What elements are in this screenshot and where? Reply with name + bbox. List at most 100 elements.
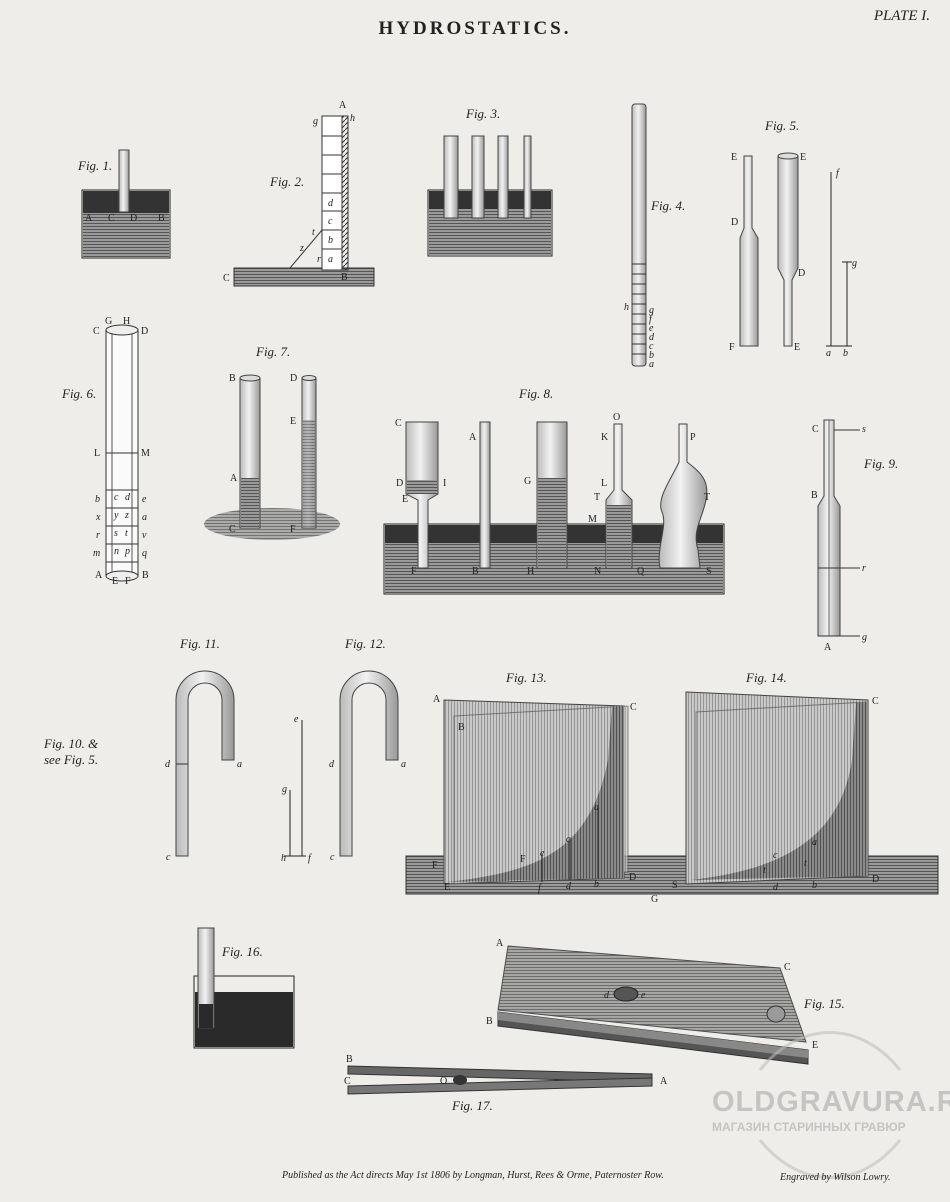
letter-e: e: [641, 990, 646, 1001]
letter-c: c: [566, 834, 571, 845]
fig6-label: Fig. 6.: [61, 386, 96, 401]
letter-C: C: [812, 424, 819, 435]
letter-E: E: [290, 416, 296, 427]
figure-16: Fig. 16.: [193, 927, 295, 1049]
figure-17: B C O A Fig. 17.: [344, 1054, 668, 1113]
letter-B: B: [811, 490, 818, 501]
letter-d: d: [604, 990, 610, 1001]
letter-C: C: [93, 326, 100, 337]
fig14-label: Fig. 14.: [745, 670, 787, 685]
letter-C: C: [223, 273, 230, 284]
letter-F: F: [125, 576, 131, 587]
letter-e: e: [649, 323, 654, 334]
letter-d: d: [165, 759, 171, 770]
letter-z: z: [299, 243, 304, 254]
letter-F: F: [290, 524, 296, 535]
letter-c: c: [330, 852, 335, 863]
letter-c: c: [328, 216, 333, 227]
letter-A: A: [824, 642, 832, 653]
fig13-label: Fig. 13.: [505, 670, 547, 685]
letter-O: O: [613, 412, 620, 423]
letter-D: D: [130, 213, 137, 224]
letter-M: M: [588, 514, 597, 525]
letter-I: I: [443, 478, 446, 489]
letter-t: t: [763, 865, 766, 876]
letter-g: g: [852, 258, 857, 269]
letter-b: b: [843, 348, 848, 359]
figure-7: Fig. 7. B D E A C F: [204, 344, 340, 540]
letter-D: D: [872, 874, 879, 885]
letter-v: v: [142, 530, 147, 541]
fig12-label: Fig. 12.: [344, 636, 386, 651]
letter-c: c: [649, 341, 654, 352]
letter-d: d: [329, 759, 335, 770]
letter-N: N: [594, 566, 601, 577]
letter-A: A: [339, 100, 347, 111]
letter-a: a: [649, 359, 654, 370]
letter-B: B: [472, 566, 479, 577]
letter-m: m: [93, 548, 100, 559]
watermark-ornament: [758, 1031, 902, 1179]
letter-d: d: [649, 332, 655, 343]
letter-G: G: [651, 894, 658, 905]
letter-h: h: [624, 302, 629, 313]
fig11-label: Fig. 11.: [179, 636, 220, 651]
letter-a: a: [237, 759, 242, 770]
letter-O: O: [440, 1076, 447, 1087]
letter-c: c: [166, 852, 171, 863]
letter-f: f: [308, 853, 312, 864]
letter-D: D: [798, 268, 805, 279]
letter-t: t: [312, 227, 315, 238]
publisher-line: Published as the Act directs May 1st 180…: [282, 1170, 664, 1181]
letter-A: A: [85, 213, 93, 224]
letter-x: x: [95, 512, 101, 523]
watermark-subtitle: МАГАЗИН СТАРИННЫХ ГРАВЮР: [712, 1120, 906, 1134]
figure-4: Fig. 4. h g f e d c b a: [624, 103, 685, 370]
letter-a: a: [328, 254, 333, 265]
letter-e: e: [540, 848, 545, 859]
figure-1: Fig. 1. A C D B: [77, 149, 171, 259]
letter-F: F: [520, 854, 526, 865]
letter-q: q: [142, 548, 147, 559]
letter-B: B: [486, 1016, 493, 1027]
letter-d: d: [773, 882, 779, 893]
letter-S: S: [706, 566, 712, 577]
letter-B: B: [458, 722, 465, 733]
letter-A: A: [433, 694, 441, 705]
letter-f: f: [538, 883, 542, 894]
letter-T: T: [704, 492, 710, 503]
fig4-label: Fig. 4.: [650, 198, 685, 213]
letter-P: P: [690, 432, 696, 443]
letter-s: s: [862, 424, 866, 435]
fig16-label: Fig. 16.: [221, 944, 263, 959]
letter-D: D: [396, 478, 403, 489]
letter-D: D: [141, 326, 148, 337]
letter-D: D: [629, 872, 636, 883]
plate-title: HYDROSTATICS.: [378, 18, 572, 39]
fig9-label: Fig. 9.: [863, 456, 898, 471]
letter-b: b: [594, 879, 599, 890]
fig2-label: Fig. 2.: [269, 174, 304, 189]
letter-B: B: [142, 570, 149, 581]
letter-h: h: [350, 113, 355, 124]
figure-10: Fig. 10. & see Fig. 5.: [43, 736, 99, 767]
fig3-label: Fig. 3.: [465, 106, 500, 121]
fig1-label: Fig. 1.: [77, 158, 112, 173]
letter-f: f: [836, 168, 840, 179]
letter-E: E: [800, 152, 806, 163]
letter-E: E: [444, 882, 450, 893]
letter-M: M: [141, 448, 150, 459]
letter-C: C: [344, 1076, 351, 1087]
letter-E: E: [112, 576, 118, 587]
letter-E: E: [731, 152, 737, 163]
letter-F: F: [729, 342, 735, 353]
figure-5: Fig. 5. E E D D F E f g a b: [729, 118, 857, 359]
fig15-label: Fig. 15.: [803, 996, 845, 1011]
letter-C: C: [229, 524, 236, 535]
letter-E: E: [812, 1040, 818, 1051]
letter-d: d: [566, 881, 572, 892]
letter-C: C: [872, 696, 879, 707]
letter-g: g: [862, 632, 867, 643]
